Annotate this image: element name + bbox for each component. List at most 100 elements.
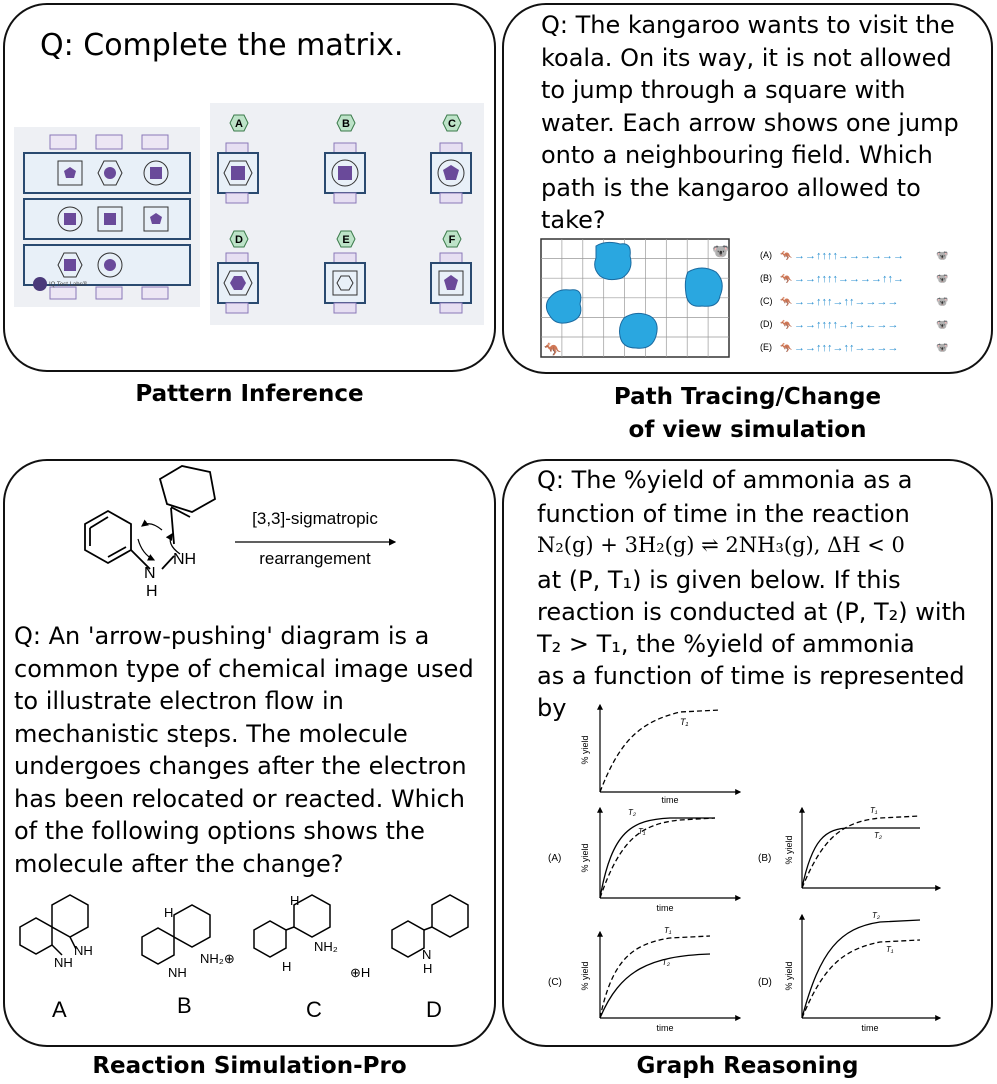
reaction-caption: Reaction Simulation-Pro — [92, 1053, 407, 1079]
graph-q-line4: at (P, T₁) is given below. If this — [537, 566, 901, 594]
svg-text:% yield: % yield — [784, 835, 794, 864]
svg-text:(C): (C) — [760, 296, 773, 306]
reaction-label-bottom: rearrangement — [259, 549, 371, 568]
svg-text:H: H — [423, 961, 432, 976]
pattern-options-figure: A B C D E F — [210, 103, 484, 325]
svg-text:🦘: 🦘 — [780, 273, 793, 285]
svg-text:T₁: T₁ — [886, 945, 894, 954]
svg-text:time: time — [656, 1023, 673, 1033]
option-label-a: A — [52, 997, 67, 1022]
svg-text:🐨: 🐨 — [936, 251, 948, 262]
path-options-figure: (A) (B) (C) (D) (E) →→↑↑↑↑→→→→→→ →→↑↑↑↑→… — [760, 250, 948, 352]
svg-text:T₂: T₂ — [628, 808, 636, 817]
graph-q-line8: by — [537, 694, 567, 722]
pattern-matrix-figure: IQ Test Labs® — [14, 127, 200, 307]
svg-text:🦘: 🦘 — [780, 250, 793, 262]
svg-text:time: time — [656, 903, 673, 913]
svg-text:N: N — [144, 565, 156, 582]
svg-text:T₁: T₁ — [870, 806, 878, 815]
svg-text:T₂: T₂ — [662, 958, 670, 967]
graph-caption: Graph Reasoning — [636, 1053, 859, 1079]
option-label-c: C — [306, 997, 322, 1022]
water-patch — [594, 241, 632, 281]
svg-text:NH: NH — [74, 943, 93, 958]
svg-text:H: H — [290, 893, 299, 908]
option-b: B — [324, 114, 366, 204]
svg-text:(A): (A) — [760, 250, 772, 260]
option-f: F — [430, 230, 472, 314]
graph-q-line5: reaction is conducted at (P, T₂) with — [537, 598, 967, 626]
svg-text:H: H — [146, 583, 158, 600]
iq-logo-icon — [33, 277, 47, 291]
svg-text:(B): (B) — [758, 853, 771, 864]
svg-text:🐨: 🐨 — [936, 297, 948, 308]
svg-text:H: H — [282, 959, 291, 974]
arrow-sequence-b: →→↑↑↑↑→→→→↑↑→ — [794, 273, 904, 285]
svg-text:T₂: T₂ — [874, 831, 882, 840]
graph-a: (A) T₂ T₁ % yield time — [548, 806, 742, 913]
svg-text:% yield: % yield — [580, 735, 590, 764]
svg-text:H: H — [164, 905, 173, 920]
option-e: E — [324, 230, 366, 314]
water-patch — [545, 289, 582, 324]
svg-text:NH₂: NH₂ — [314, 939, 338, 954]
graph-panel — [502, 459, 993, 1047]
graph-c: (C) T₁ T₂ % yield time — [548, 926, 742, 1033]
graph-q-line7: as a function of time is represented — [537, 662, 965, 690]
option-c: C — [430, 114, 472, 204]
svg-text:T₁: T₁ — [638, 827, 646, 836]
logo-text: IQ Test Labs® — [49, 281, 88, 288]
svg-text:T₂: T₂ — [872, 911, 880, 920]
graph-q-line1: Q: The %yield of ammonia as a — [537, 466, 913, 494]
svg-text:(D): (D) — [758, 977, 772, 988]
svg-text:B: B — [342, 118, 350, 130]
svg-text:🦘: 🦘 — [780, 342, 793, 352]
water-patch — [619, 312, 658, 349]
svg-text:🐨: 🐨 — [936, 320, 948, 331]
graph-b: (B) T₁ T₂ % yield — [758, 806, 942, 891]
svg-text:time: time — [661, 795, 678, 805]
svg-text:🐨: 🐨 — [936, 274, 948, 285]
graph-equation: N₂(g) + 3H₂(g) ⇌ 2NH₃(g), ΔH < 0 — [537, 533, 905, 557]
svg-text:C: C — [448, 118, 456, 130]
svg-text:% yield: % yield — [580, 961, 590, 990]
svg-text:NH: NH — [173, 551, 196, 568]
svg-text:A: A — [235, 118, 243, 130]
svg-text:🦘: 🦘 — [780, 319, 793, 331]
arrow-sequence-d: →→↑↑↑↑→↑→←→→ — [794, 319, 899, 331]
svg-text:% yield: % yield — [784, 961, 794, 990]
svg-text:(D): (D) — [760, 319, 773, 329]
kangaroo-icon: 🦘 — [544, 341, 562, 357]
graph-q-line2: function of time in the reaction — [537, 500, 910, 528]
svg-text:⊕H: ⊕H — [350, 965, 370, 980]
option-label-b: B — [177, 993, 192, 1018]
option-d: D — [217, 230, 259, 314]
reaction-label-top: [3,3]-sigmatropic — [252, 509, 378, 528]
svg-text:T₁: T₁ — [664, 926, 672, 935]
svg-text:(C): (C) — [548, 977, 562, 988]
kangaroo-grid-figure: 🐨 🦘 — [540, 238, 730, 358]
reaction-panel — [3, 459, 496, 1047]
pattern-caption: Pattern Inference — [135, 381, 364, 407]
koala-icon: 🐨 — [712, 243, 729, 259]
svg-text:🐨: 🐨 — [936, 343, 948, 352]
arrow-sequence-a: →→↑↑↑↑→→→→→→ — [794, 250, 904, 262]
svg-text:(E): (E) — [760, 342, 772, 352]
svg-text:NH: NH — [168, 965, 187, 980]
reference-graph: T₁ % yield time — [580, 703, 742, 805]
svg-text:time: time — [861, 1023, 878, 1033]
yield-graphs-figure: T₁ % yield time (A) T₂ T₁ % yield time (… — [548, 703, 942, 1033]
svg-text:🦘: 🦘 — [780, 296, 793, 308]
reactant-molecule: NH N H [3,3]-sigmatropic rearrangement — [84, 465, 397, 600]
svg-text:NH₂⊕: NH₂⊕ — [200, 951, 235, 966]
svg-text:F: F — [449, 234, 456, 246]
svg-text:D: D — [235, 234, 243, 246]
path-caption-line2: of view simulation — [628, 417, 867, 443]
graph-d: (D) T₂ T₁ % yield time — [758, 911, 942, 1033]
svg-text:NH: NH — [54, 955, 73, 970]
svg-text:N: N — [422, 947, 431, 962]
svg-text:T₁: T₁ — [680, 717, 688, 727]
path-caption-line1: Path Tracing/Change — [613, 384, 882, 410]
water-patch — [684, 267, 723, 307]
svg-text:(B): (B) — [760, 273, 772, 283]
